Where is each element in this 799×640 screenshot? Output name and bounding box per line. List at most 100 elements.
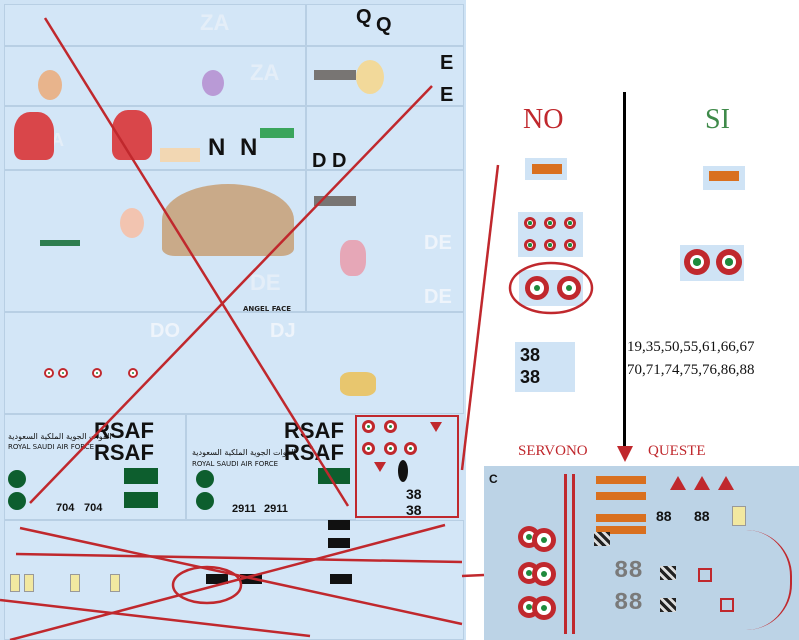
rsaf-arabic: القوات الجوية الملكية السعودية	[192, 448, 296, 457]
checker-panel	[660, 598, 676, 612]
rsaf-text: RSAF	[94, 440, 154, 465]
stencil-orange	[596, 476, 646, 484]
ghost-letters: ZA	[250, 60, 280, 85]
yellow-panel	[24, 574, 34, 592]
letters-dd: D D	[312, 150, 347, 172]
cross-line	[9, 523, 446, 640]
roundel	[362, 442, 375, 455]
letters-dj: DJ	[270, 320, 296, 342]
roundel-small	[44, 368, 54, 378]
red-box-marker	[698, 568, 712, 582]
stencil-orange	[596, 492, 646, 500]
si-label: SI	[705, 104, 730, 135]
serial-number: 704	[84, 502, 103, 514]
ghost-letters: ZA	[200, 10, 230, 35]
roundel	[384, 442, 397, 455]
roundel	[362, 420, 375, 433]
connector-line	[460, 164, 500, 471]
rsaf-flag	[124, 468, 158, 484]
rsaf-text: RSAF	[284, 418, 344, 443]
nose-art-figure	[340, 240, 366, 276]
letter-q: Q	[376, 14, 392, 36]
roundel	[384, 420, 397, 433]
serial-number: 2911	[232, 503, 256, 515]
letters-de: DE	[424, 232, 452, 254]
rsaf-roundel	[196, 492, 214, 510]
rsaf-roundel	[196, 470, 214, 488]
rsaf-roundel	[8, 470, 26, 488]
roundel	[544, 217, 556, 229]
no-decal-38	[515, 342, 575, 392]
swatch	[40, 240, 80, 246]
panel-row3-right	[306, 106, 464, 170]
nose-art-figure	[202, 70, 224, 96]
panel-top-right	[306, 4, 464, 46]
number-88: 88	[656, 508, 672, 524]
cross-line	[29, 85, 433, 504]
roundel	[544, 239, 556, 251]
nose-art-figure	[38, 70, 62, 100]
warning-triangle	[694, 476, 710, 490]
rsaf-flag	[124, 492, 158, 508]
highlight-ellipse	[508, 261, 594, 315]
stencil-block	[328, 520, 350, 530]
yellow-panel	[110, 574, 120, 592]
rsaf-english: ROYAL SAUDI AIR FORCE	[192, 460, 279, 468]
roundel	[716, 249, 742, 275]
roundel	[532, 562, 556, 586]
number-38: 38	[520, 367, 541, 387]
letter-q: Q	[356, 6, 372, 28]
letters-nn: N N	[208, 134, 262, 161]
red-stripe	[572, 474, 575, 634]
roundel-small	[92, 368, 102, 378]
black-oval	[398, 460, 408, 482]
swatch	[314, 70, 356, 80]
nose-art-figure	[14, 112, 54, 160]
stencil-block	[330, 574, 352, 584]
letter-e: E	[440, 84, 454, 106]
letter-e: E	[440, 52, 454, 74]
stencil-block	[206, 574, 228, 584]
swatch	[160, 148, 200, 162]
swatch	[260, 128, 294, 138]
rsaf-arabic: القوات الجوية الملكية السعودية	[8, 432, 112, 441]
rsaf-roundel	[8, 492, 26, 510]
red-box-marker	[720, 598, 734, 612]
roundel	[564, 217, 576, 229]
nose-art-figure	[356, 60, 384, 94]
red-stripe	[564, 474, 567, 634]
nose-art-figure	[340, 372, 376, 396]
stencil-orange	[596, 526, 646, 534]
cross-line	[15, 552, 463, 564]
cross-line	[43, 17, 350, 507]
roundel	[532, 528, 556, 552]
checker-panel	[594, 532, 610, 546]
letters-de: DE	[424, 286, 452, 308]
serial-number: 2911	[264, 503, 288, 515]
decal-numbers-line1: 19,35,50,55,61,66,67	[627, 339, 755, 355]
no-decal-stencil-inner	[532, 164, 562, 174]
roundel	[524, 217, 536, 229]
ghost-letters: DE	[250, 270, 281, 295]
roundel	[404, 442, 417, 455]
panel-row3-left	[4, 106, 306, 170]
nose-art-figure	[120, 208, 144, 238]
warning-triangle	[430, 422, 442, 432]
scale-arc	[746, 530, 792, 630]
sheet-letter: C	[489, 472, 498, 486]
roundel	[525, 276, 549, 300]
arrow-down-icon	[617, 446, 633, 462]
yellow-panel	[10, 574, 20, 592]
number-38: 38	[406, 502, 422, 518]
rsaf-english: ROYAL SAUDI AIR FORCE	[8, 443, 95, 451]
roundel	[564, 239, 576, 251]
highlight-ellipse	[171, 565, 243, 605]
divider-line	[623, 92, 626, 454]
replacement-decal-sheet: C 88 88 88 88	[484, 466, 799, 640]
roundel	[524, 239, 536, 251]
panel-row4-right	[306, 170, 464, 312]
angel-face-label: ANGEL FACE	[243, 305, 292, 313]
number-88: 88	[694, 508, 710, 524]
roundel	[532, 596, 556, 620]
